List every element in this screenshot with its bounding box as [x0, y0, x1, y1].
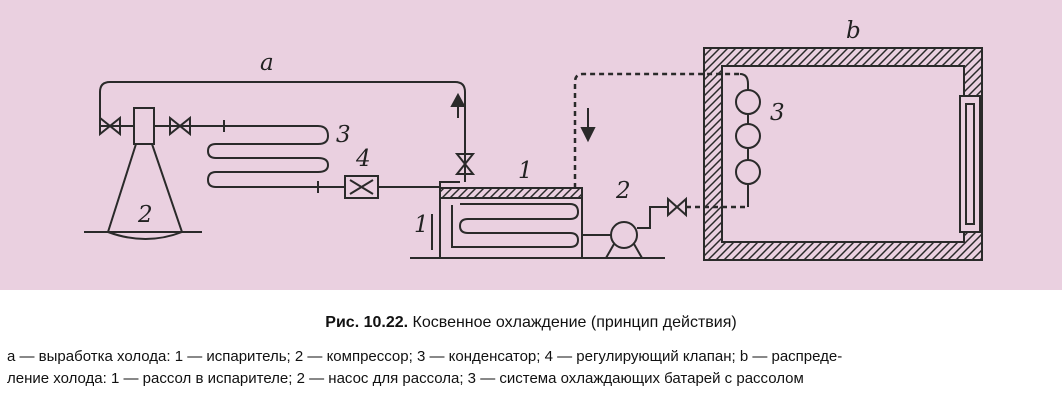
compressor-valves: [99, 115, 191, 137]
valve-label: 4: [355, 146, 371, 172]
compressor: 2: [84, 107, 202, 240]
evaporator-label: 1: [518, 158, 533, 184]
compressor-label: 2: [137, 202, 153, 228]
expansion-valve: 4: [344, 146, 379, 199]
diagram: 2 4 1 1 2: [0, 0, 1062, 290]
production-circuit: [99, 81, 466, 193]
cooling-batteries: 3: [735, 73, 785, 207]
brine-label: 1: [414, 212, 429, 238]
brine-pump: 2: [582, 178, 687, 259]
condenser-label: 3: [336, 122, 351, 148]
room-label: b: [846, 18, 861, 44]
flow-arrow-down: [580, 108, 596, 143]
evaporator-coil: [451, 203, 580, 248]
cold-room: b: [703, 18, 983, 261]
legend-line-1: а — выработка холода: 1 — испаритель; 2 …: [7, 348, 843, 365]
figure-title: Косвенное охлаждение (принцип действия): [412, 314, 737, 331]
figure-number: Рис. 10.22.: [325, 314, 409, 331]
evaporator-valve: [454, 153, 476, 175]
batteries-label: 3: [770, 100, 785, 126]
legend-line-2: ление холода: 1 — рассол в испарителе; 2…: [7, 370, 804, 387]
evaporator-tank: 1 1: [410, 158, 665, 259]
suction-pipe: [99, 81, 466, 165]
pump-label: 2: [615, 178, 631, 204]
condenser-coil: [200, 125, 345, 188]
section-a-label: a: [260, 50, 274, 76]
figure-caption: Рис. 10.22. Косвенное охлаждение (принци…: [0, 314, 1062, 332]
figure-legend: а — выработка холода: 1 — испаритель; 2 …: [7, 346, 1059, 390]
